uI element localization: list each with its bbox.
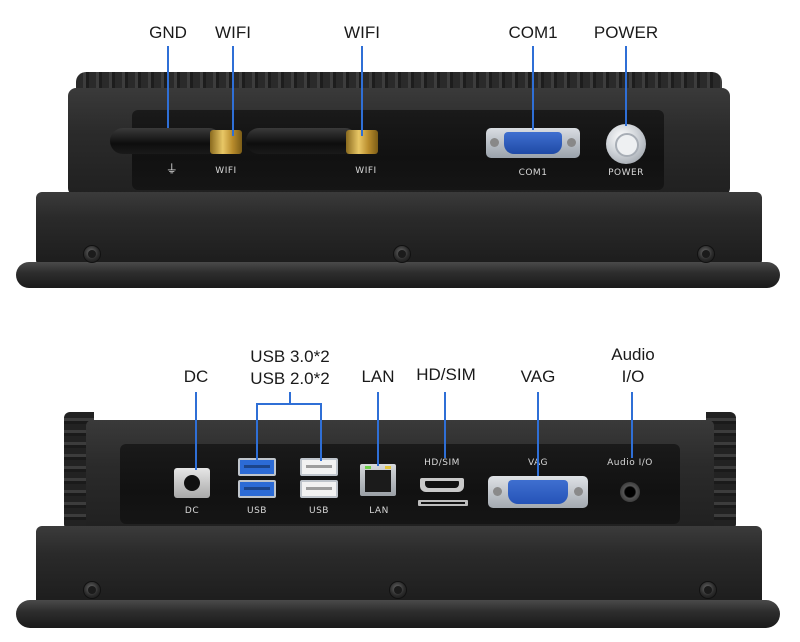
com1-port bbox=[486, 128, 580, 158]
callout-line-usb2 bbox=[320, 403, 322, 461]
callout-line-usb3 bbox=[256, 403, 258, 461]
top-device: ⏚ WIFI WIFI COM1 POWER bbox=[0, 0, 800, 300]
callout-line-lan bbox=[377, 392, 379, 466]
bottom-front-frame bbox=[16, 600, 780, 628]
power-button bbox=[606, 124, 646, 164]
screw-icon bbox=[84, 246, 100, 262]
top-front-frame bbox=[16, 262, 780, 288]
screw-icon bbox=[390, 582, 406, 598]
wifi-antenna-2 bbox=[246, 128, 358, 154]
silk-gnd-symbol: ⏚ bbox=[165, 162, 179, 176]
lan-led-green bbox=[365, 466, 371, 469]
label-hd-sim: HD/SIM bbox=[416, 365, 476, 384]
label-wifi-2: WIFI bbox=[344, 23, 380, 42]
com1-screw-left bbox=[490, 138, 499, 147]
wifi-connector-1 bbox=[210, 130, 242, 154]
silk-audio: Audio I/O bbox=[607, 458, 653, 468]
silk-lan: LAN bbox=[369, 506, 389, 516]
label-gnd: GND bbox=[149, 23, 187, 42]
hdmi-port bbox=[420, 478, 464, 492]
label-com1: COM1 bbox=[508, 23, 558, 42]
com1-screw-right bbox=[567, 138, 576, 147]
label-lan: LAN bbox=[361, 367, 395, 386]
screw-icon bbox=[394, 246, 410, 262]
usb2-port-lower bbox=[300, 480, 338, 498]
label-usb-line2: USB 2.0*2 bbox=[250, 369, 330, 388]
sim-slot bbox=[418, 500, 468, 506]
silk-wifi-2: WIFI bbox=[355, 166, 377, 176]
wifi-antenna-1 bbox=[110, 128, 222, 154]
callout-line-power bbox=[625, 46, 627, 126]
screw-icon bbox=[698, 246, 714, 262]
label-power: POWER bbox=[593, 23, 659, 42]
vga-connector-face bbox=[508, 480, 568, 504]
screw-icon bbox=[700, 582, 716, 598]
vga-port bbox=[488, 476, 588, 508]
silk-wifi-1: WIFI bbox=[215, 166, 237, 176]
silk-com1: COM1 bbox=[518, 168, 548, 178]
label-vag: VAG bbox=[520, 367, 556, 386]
silk-usb-1: USB bbox=[247, 506, 267, 516]
lan-port bbox=[360, 464, 396, 496]
label-audio-line1: Audio bbox=[611, 345, 655, 364]
label-wifi-1: WIFI bbox=[215, 23, 251, 42]
audio-jack bbox=[620, 482, 640, 502]
silk-usb-2: USB bbox=[309, 506, 329, 516]
bottom-device: DC USB USB LAN HD/SIM VAG Audio I/O bbox=[0, 400, 800, 642]
vga-screw-right bbox=[574, 487, 583, 496]
lan-socket bbox=[365, 470, 391, 492]
callout-line-wifi-1 bbox=[232, 46, 234, 136]
lan-led-yellow bbox=[385, 466, 391, 469]
silk-power: POWER bbox=[608, 168, 644, 178]
callout-line-wifi-2 bbox=[361, 46, 363, 136]
callout-line-audio bbox=[631, 392, 633, 458]
callout-line-gnd bbox=[167, 46, 169, 128]
power-button-ring bbox=[615, 133, 639, 157]
label-audio-line2: I/O bbox=[621, 367, 645, 386]
screw-icon bbox=[84, 582, 100, 598]
label-dc: DC bbox=[183, 367, 209, 386]
silk-dc: DC bbox=[184, 506, 200, 516]
usb2-port-upper bbox=[300, 458, 338, 476]
callout-line-usb-stem bbox=[289, 392, 291, 404]
vga-screw-left bbox=[493, 487, 502, 496]
callout-line-usb-bar bbox=[256, 403, 322, 405]
silk-hd-sim: HD/SIM bbox=[424, 458, 460, 468]
callout-line-vag bbox=[537, 392, 539, 476]
usb3-port-lower bbox=[238, 480, 276, 498]
com1-connector-face bbox=[504, 132, 562, 154]
callout-line-dc bbox=[195, 392, 197, 470]
callout-line-com1 bbox=[532, 46, 534, 130]
dc-jack bbox=[174, 468, 210, 498]
callout-line-hd-sim bbox=[444, 392, 446, 458]
hdmi-socket bbox=[425, 481, 459, 488]
label-usb-line1: USB 3.0*2 bbox=[250, 347, 330, 366]
dc-jack-hole bbox=[184, 475, 200, 491]
sim-slot-opening bbox=[421, 502, 465, 504]
